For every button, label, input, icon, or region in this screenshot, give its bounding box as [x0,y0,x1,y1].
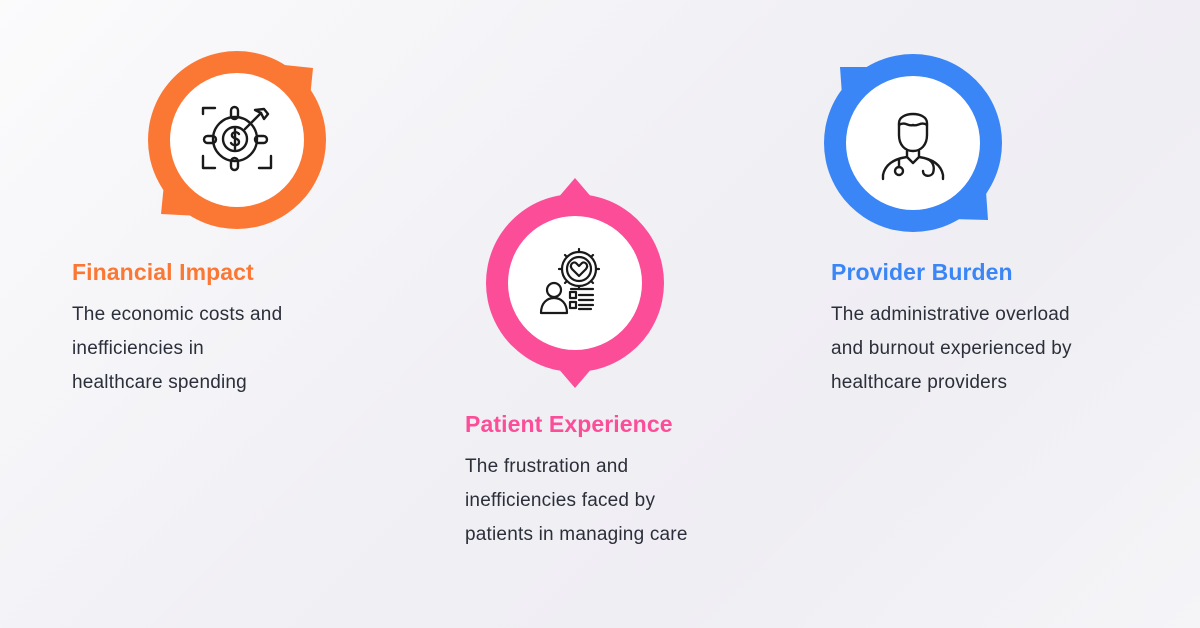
provider-burden-title: Provider Burden [831,259,1013,285]
description-line: The economic costs and [72,304,283,325]
dollar-target-icon [201,105,273,172]
description-line: healthcare providers [831,372,1008,393]
description-line: and burnout experienced by [831,338,1072,359]
blue-ring-shape [824,54,1002,232]
patient-care-gear-icon [539,247,601,315]
description-line: patients in managing care [465,524,688,545]
description-line: healthcare spending [72,372,247,393]
financial-impact-description: The economic costs and inefficiencies in… [72,298,282,400]
provider-burden-description: The administrative overload and burnout … [831,298,1072,400]
financial-impact-title: Financial Impact [72,259,254,285]
provider-burden-badge [813,53,1013,243]
pink-ring-shape [486,178,664,388]
description-line: The administrative overload [831,304,1070,325]
patient-experience-description: The frustration and inefficiencies faced… [465,450,688,552]
patient-experience-title: Patient Experience [465,411,673,437]
description-line: inefficiencies faced by [465,490,656,511]
description-line: inefficiencies in [72,338,204,359]
orange-ring-shape [148,51,326,229]
doctor-stethoscope-icon [881,112,945,181]
description-line: The frustration and [465,456,629,477]
patient-experience-badge [475,175,675,395]
financial-impact-badge [137,50,337,240]
